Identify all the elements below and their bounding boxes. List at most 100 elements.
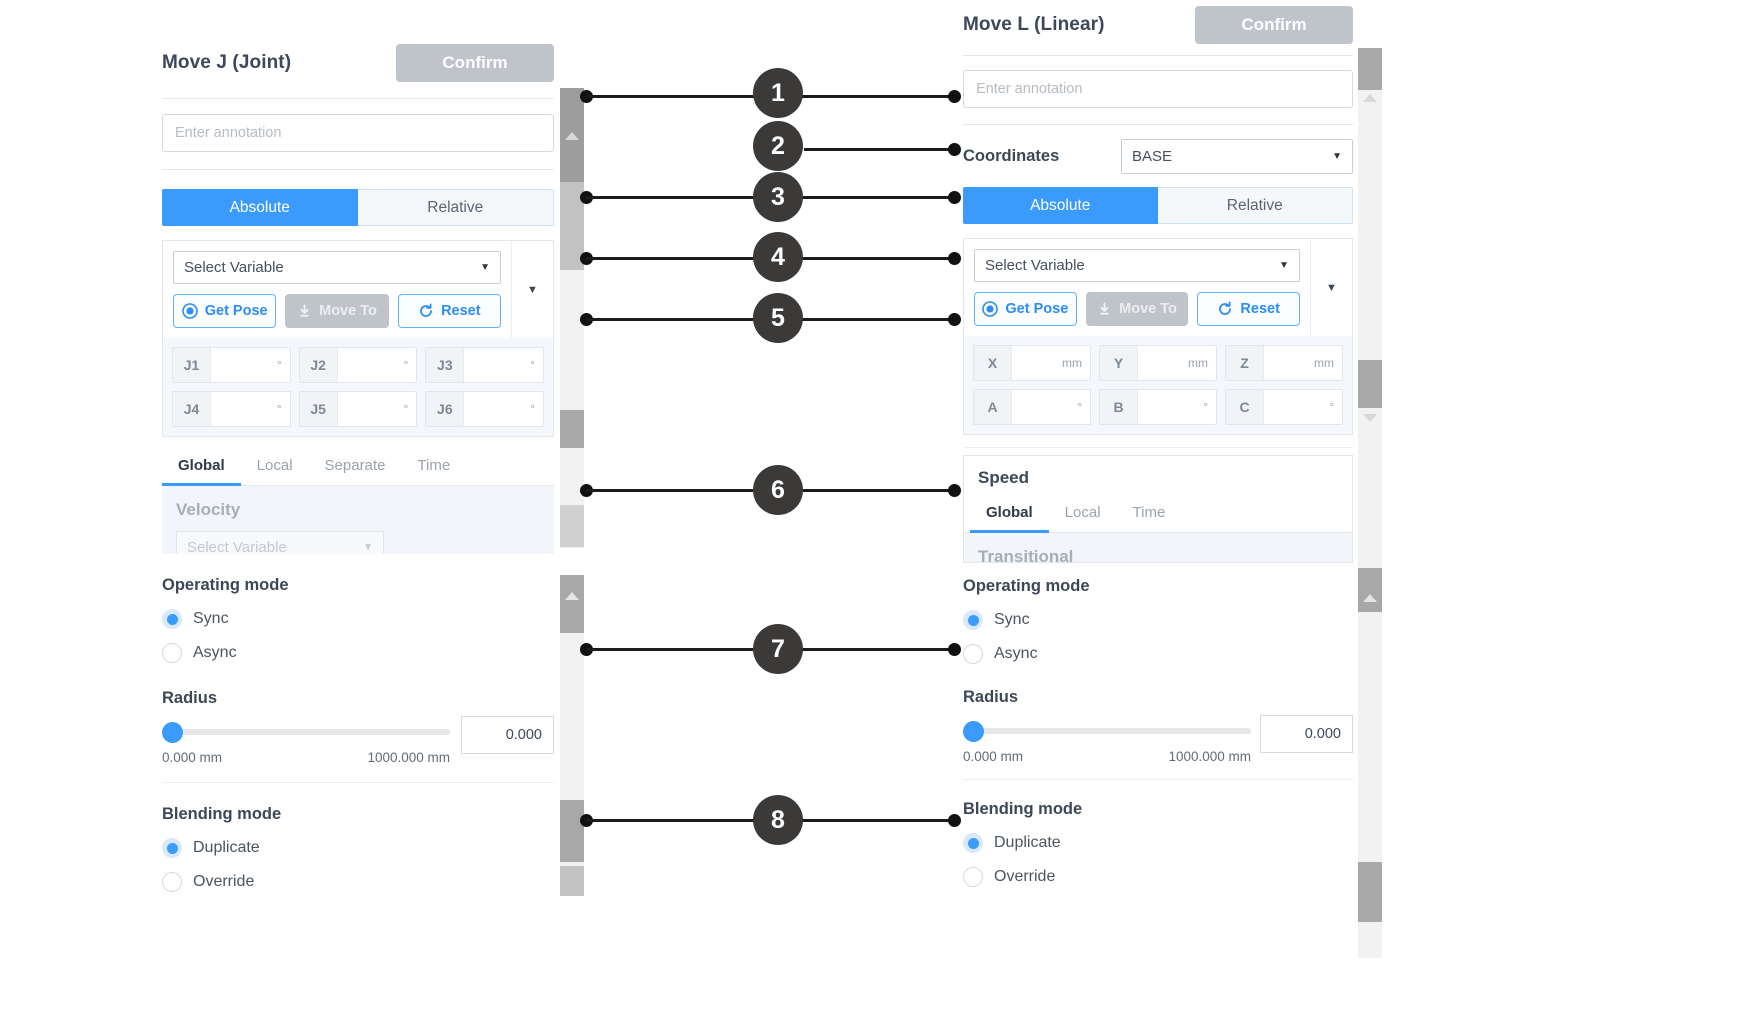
radio-duplicate[interactable]: Duplicate	[162, 838, 554, 858]
scroll-up-arrow-icon[interactable]	[565, 132, 579, 140]
tab-global[interactable]: Global	[970, 496, 1049, 533]
absolute-relative-toggle[interactable]: Absolute Relative	[162, 189, 554, 226]
coordinates-select[interactable]: BASE ▼	[1121, 139, 1353, 174]
velocity-variable-select[interactable]: Select Variable ▼	[176, 531, 384, 554]
variable-select[interactable]: Select Variable ▼	[974, 249, 1300, 282]
radio-icon-selected[interactable]	[162, 838, 182, 858]
speed-tabs[interactable]: Global Local Separate Time	[162, 449, 554, 486]
move-to-button[interactable]: Move To	[1085, 292, 1189, 326]
radio-sync[interactable]: Sync	[963, 610, 1353, 630]
left-scrollbar-thumb-d[interactable]	[560, 505, 584, 547]
get-pose-button[interactable]: Get Pose	[173, 294, 277, 328]
radius-value-input[interactable]: 0.000	[461, 716, 554, 754]
reset-button[interactable]: Reset	[1197, 292, 1301, 326]
reset-label: Reset	[441, 303, 481, 319]
joint-field-j6[interactable]: J6 °	[425, 391, 545, 427]
pose-label: B	[1100, 390, 1138, 424]
tab-absolute[interactable]: Absolute	[162, 189, 358, 226]
radio-icon-selected[interactable]	[963, 610, 983, 630]
confirm-button[interactable]: Confirm	[1195, 6, 1353, 44]
left-scrollbar-thumb-f[interactable]	[560, 800, 584, 862]
annotation-input[interactable]	[963, 70, 1353, 108]
tab-local[interactable]: Local	[256, 457, 293, 474]
joint-field-j3[interactable]: J3 °	[425, 347, 545, 383]
scroll-up-arrow-icon[interactable]	[1363, 594, 1377, 602]
joint-field-j2[interactable]: J2 °	[298, 347, 418, 383]
tab-relative[interactable]: Relative	[357, 189, 554, 226]
radius-slider[interactable]	[162, 722, 450, 748]
left-scrollbar-thumb-e[interactable]	[560, 575, 584, 633]
radio-duplicate[interactable]: Duplicate	[963, 833, 1353, 853]
radio-icon[interactable]	[963, 644, 983, 664]
callout-1: 1	[753, 68, 803, 118]
left-scrollbar-thumb-g[interactable]	[560, 866, 584, 896]
pose-value[interactable]	[1138, 390, 1203, 424]
scroll-down-arrow-icon[interactable]	[1363, 414, 1377, 422]
radio-icon[interactable]	[963, 867, 983, 887]
tab-local[interactable]: Local	[1064, 504, 1101, 521]
tab-global[interactable]: Global	[162, 449, 241, 486]
right-scrollbar-thumb-b[interactable]	[1358, 360, 1382, 408]
tab-time[interactable]: Time	[417, 457, 451, 474]
radio-label: Duplicate	[994, 834, 1061, 851]
pose-value[interactable]	[1264, 346, 1314, 380]
move-to-button[interactable]: Move To	[285, 294, 389, 328]
expand-caret-icon[interactable]: ▼	[1310, 239, 1352, 336]
joint-value[interactable]	[464, 392, 530, 426]
pose-field-x[interactable]: X mm	[973, 345, 1091, 381]
tab-absolute[interactable]: Absolute	[963, 187, 1158, 224]
radius-slider[interactable]	[963, 721, 1251, 747]
absolute-relative-toggle[interactable]: Absolute Relative	[963, 187, 1353, 224]
radio-sync[interactable]: Sync	[162, 609, 554, 629]
right-scrollbar-thumb-c[interactable]	[1358, 568, 1382, 612]
joint-field-j4[interactable]: J4 °	[172, 391, 291, 427]
radio-icon-selected[interactable]	[162, 609, 182, 629]
joint-field-j1[interactable]: J1 °	[172, 347, 291, 383]
scroll-up-arrow-icon[interactable]	[565, 592, 579, 600]
joint-value[interactable]	[211, 392, 277, 426]
tab-relative[interactable]: Relative	[1157, 187, 1353, 224]
speed-tabs[interactable]: Global Local Time	[964, 496, 1352, 533]
pose-value[interactable]	[1138, 346, 1188, 380]
slider-knob[interactable]	[963, 721, 984, 742]
pose-field-b[interactable]: B °	[1099, 389, 1217, 425]
tab-separate[interactable]: Separate	[324, 457, 386, 474]
radio-label: Async	[193, 644, 237, 661]
right-scrollbar-thumb-d[interactable]	[1358, 862, 1382, 922]
pose-value[interactable]	[1012, 390, 1077, 424]
tab-time[interactable]: Time	[1132, 504, 1166, 521]
pose-row-2: A ° B ° C °	[973, 389, 1343, 425]
joint-value[interactable]	[338, 348, 404, 382]
slider-knob[interactable]	[162, 722, 183, 743]
joint-value[interactable]	[211, 348, 277, 382]
expand-caret-icon[interactable]: ▼	[511, 241, 553, 338]
pose-field-c[interactable]: C °	[1225, 389, 1343, 425]
pose-field-y[interactable]: Y mm	[1099, 345, 1217, 381]
radio-async[interactable]: Async	[963, 644, 1353, 664]
confirm-button[interactable]: Confirm	[396, 44, 554, 82]
radio-icon-selected[interactable]	[963, 833, 983, 853]
left-scrollbar-thumb-c[interactable]	[560, 410, 584, 448]
right-scrollbar-upper[interactable]	[1358, 48, 1382, 568]
radio-override[interactable]: Override	[963, 867, 1353, 887]
joint-value[interactable]	[464, 348, 530, 382]
joint-value[interactable]	[338, 392, 404, 426]
radio-icon[interactable]	[162, 643, 182, 663]
pose-field-z[interactable]: Z mm	[1225, 345, 1343, 381]
radius-value-input[interactable]: 0.000	[1260, 715, 1353, 753]
radio-async[interactable]: Async	[162, 643, 554, 663]
pose-field-a[interactable]: A °	[973, 389, 1091, 425]
callout-3: 3	[753, 172, 803, 222]
annotation-input[interactable]	[162, 114, 554, 152]
radio-override[interactable]: Override	[162, 872, 554, 892]
scroll-up-arrow-icon[interactable]	[1363, 94, 1377, 102]
radio-label: Override	[193, 873, 255, 890]
reset-button[interactable]: Reset	[397, 294, 501, 328]
right-scrollbar-thumb-a[interactable]	[1358, 48, 1382, 90]
radio-icon[interactable]	[162, 872, 182, 892]
pose-value[interactable]	[1264, 390, 1329, 424]
get-pose-button[interactable]: Get Pose	[974, 292, 1077, 326]
variable-select[interactable]: Select Variable ▼	[173, 251, 501, 284]
joint-field-j5[interactable]: J5 °	[298, 391, 418, 427]
pose-value[interactable]	[1012, 346, 1062, 380]
